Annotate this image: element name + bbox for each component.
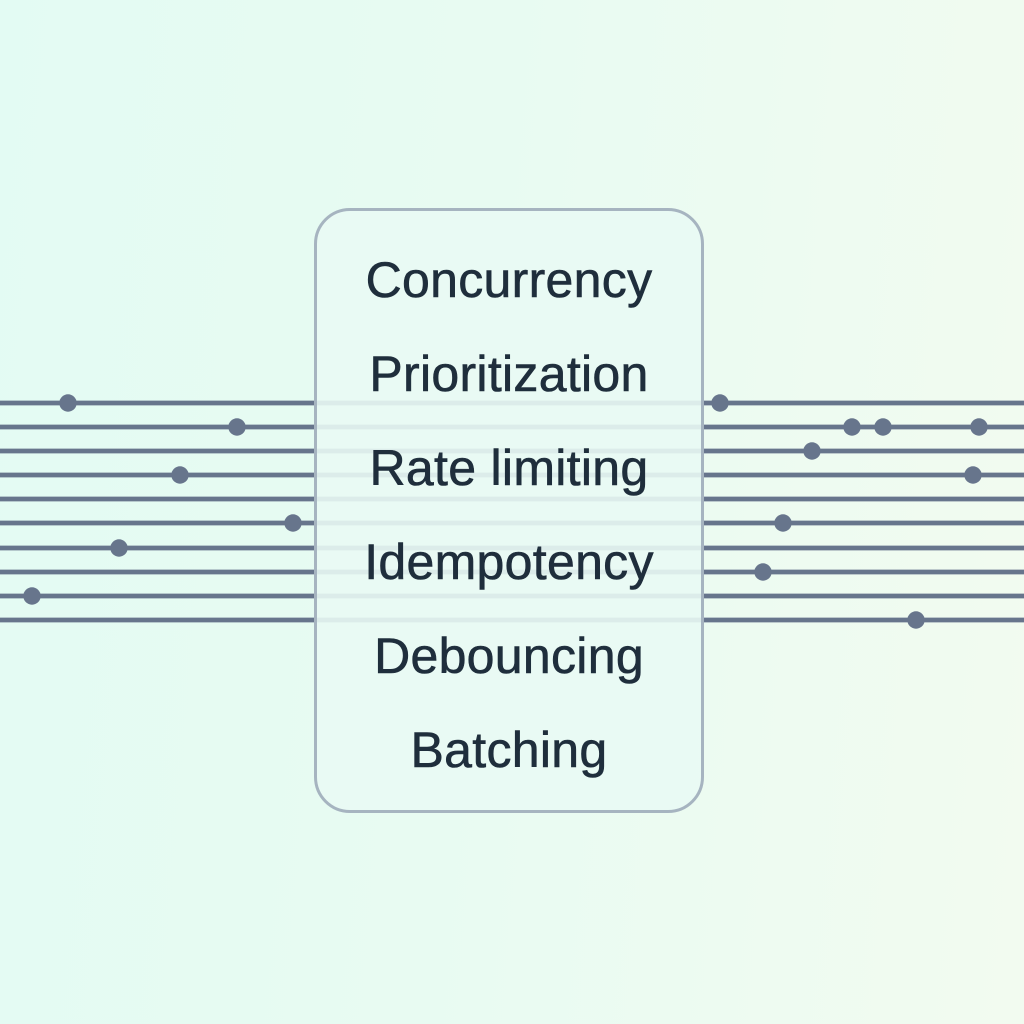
card-item-batching: Batching (410, 722, 608, 779)
stream-dot (110, 539, 128, 557)
stream-dot (711, 394, 729, 412)
stream-dot (228, 418, 246, 436)
stream-dot (754, 563, 772, 581)
card-item-rate-limiting: Rate limiting (369, 440, 649, 497)
stream-dot (803, 442, 821, 460)
stream-dot (23, 587, 41, 605)
stream-dot (907, 611, 925, 629)
stream-dot (284, 514, 302, 532)
stream-dot (774, 514, 792, 532)
stream-dot (874, 418, 892, 436)
stream-dot (970, 418, 988, 436)
card-item-prioritization: Prioritization (369, 346, 649, 403)
card-item-concurrency: Concurrency (365, 252, 653, 309)
stream-dot (843, 418, 861, 436)
concepts-card: Concurrency Prioritization Rate limiting… (314, 208, 704, 813)
stream-dot (964, 466, 982, 484)
stream-dot (171, 466, 189, 484)
card-item-idempotency: Idempotency (364, 534, 654, 591)
stream-dot (59, 394, 77, 412)
card-item-debouncing: Debouncing (374, 628, 644, 685)
